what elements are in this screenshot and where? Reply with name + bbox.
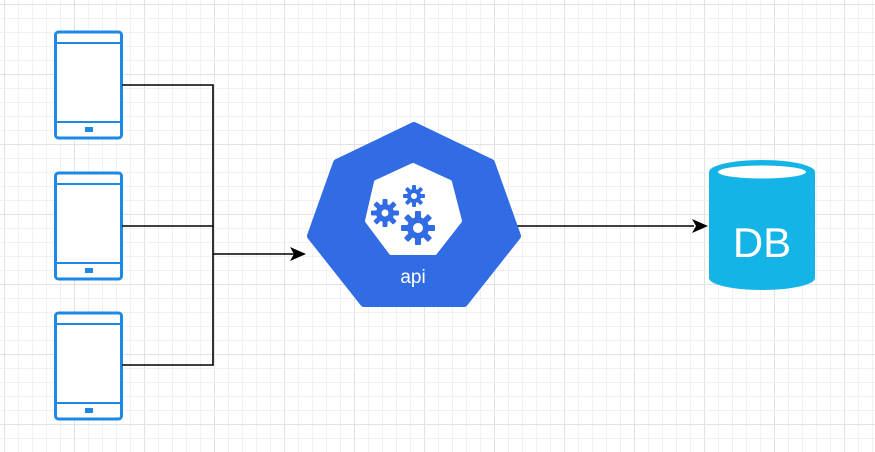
gear-icon	[401, 211, 435, 245]
api-label: api	[400, 267, 425, 288]
api-service: api	[307, 122, 521, 307]
mobile-device-icon	[54, 171, 123, 281]
client-connectors	[122, 84, 694, 366]
connector-line	[122, 84, 214, 366]
gear-icon	[403, 185, 425, 207]
db-label: DB	[733, 219, 791, 266]
database-cylinder-icon: DB	[709, 160, 815, 290]
mobile-device-icon	[54, 311, 123, 421]
gear-icon	[371, 199, 399, 227]
arrow-head-icon	[290, 247, 306, 261]
gear-panel	[365, 163, 462, 255]
mobile-device-icon	[54, 30, 123, 140]
arrow-head-icon	[692, 219, 708, 233]
